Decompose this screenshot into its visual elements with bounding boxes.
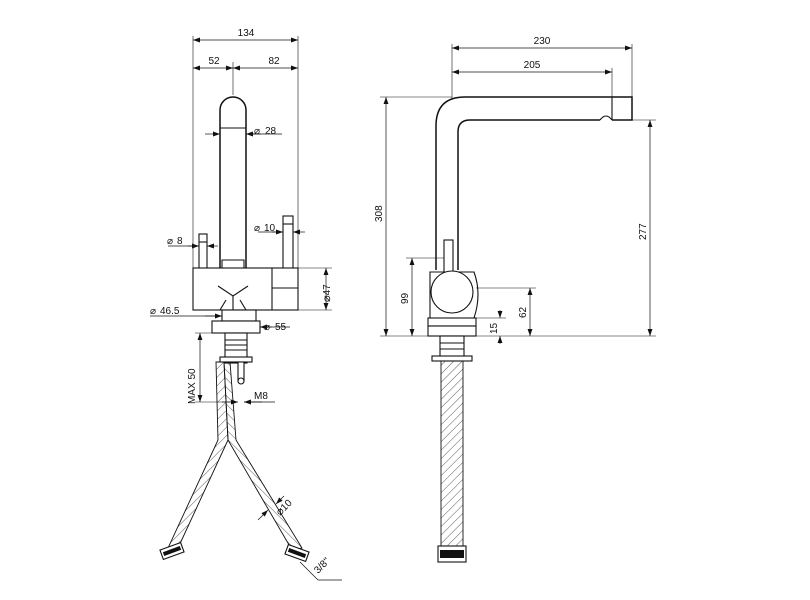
spout-column [219, 96, 247, 270]
dimension-spout-diameter: ⌀ 28 [205, 126, 282, 137]
dim-10-label: 10 [264, 223, 276, 234]
dim-82-label: 82 [268, 56, 280, 67]
dimension-reach: 230 [451, 36, 633, 100]
dim-15-label: 15 [489, 322, 500, 334]
dimension-base-height: 15 [476, 310, 506, 344]
front-view: 134 52 82 ⌀ 28 ⌀ [150, 28, 342, 581]
side-view: 230 205 [374, 36, 656, 563]
l-shaped-spout [435, 96, 633, 270]
dimension-body-height: 62 [476, 287, 536, 336]
dim-230-label: 230 [534, 36, 551, 47]
dim-99-label: 99 [400, 292, 411, 304]
dimension-spout-clearance: 277 [476, 119, 656, 337]
faucet-base [211, 309, 261, 334]
diameter-symbol: ⌀ [254, 126, 260, 137]
side-body [429, 270, 479, 319]
dimension-flange-diameter: ⌀ 55 [260, 322, 290, 333]
dimension-body-diameter: ⌀47 [298, 267, 333, 311]
dim-47-label: ⌀47 [321, 284, 333, 302]
dim-3-8-label: 3/8" [312, 556, 332, 576]
dim-55-label: 55 [275, 322, 287, 333]
dim-277-label: 277 [638, 223, 649, 240]
diameter-symbol: ⌀ [150, 306, 156, 317]
dimension-base-diameter: ⌀ 46.5 [150, 306, 222, 319]
dim-62-label: 62 [518, 306, 529, 318]
side-hose [437, 360, 467, 563]
side-base [427, 317, 477, 337]
dim-max-50-label: MAX 50 [187, 368, 198, 404]
dimension-lever-diameter: ⌀ 8 [167, 236, 218, 249]
side-mounting [431, 335, 473, 362]
flexible-hose-right [223, 361, 310, 563]
dimension-overall-height: 308 [374, 96, 452, 337]
dimension-lever-height: 99 [400, 257, 444, 336]
faucet-body [192, 259, 299, 311]
diameter-symbol: ⌀ [264, 322, 270, 333]
right-handle [282, 215, 294, 271]
dimension-spout-reach: 205 [452, 60, 613, 98]
diameter-symbol: ⌀ [254, 223, 260, 234]
diameter-symbol: ⌀ [167, 236, 173, 247]
dim-205-label: 205 [524, 60, 541, 71]
left-lever [198, 233, 208, 271]
dim-134-label: 134 [238, 28, 255, 39]
dimension-overall-width: 134 [192, 28, 299, 268]
flexible-hose-left [159, 361, 229, 561]
dim-308-label: 308 [374, 205, 385, 222]
dim-52-label: 52 [208, 56, 220, 67]
dimension-left-right-offset: 52 82 [193, 56, 298, 95]
dim-46-5-label: 46.5 [160, 306, 180, 317]
dim-m8-label: M8 [254, 391, 268, 402]
dim-28-label: 28 [265, 126, 277, 137]
dim-8-label: 8 [177, 236, 183, 247]
mounting-shank [219, 332, 253, 385]
dimension-handle-diameter: ⌀ 10 [254, 223, 305, 235]
